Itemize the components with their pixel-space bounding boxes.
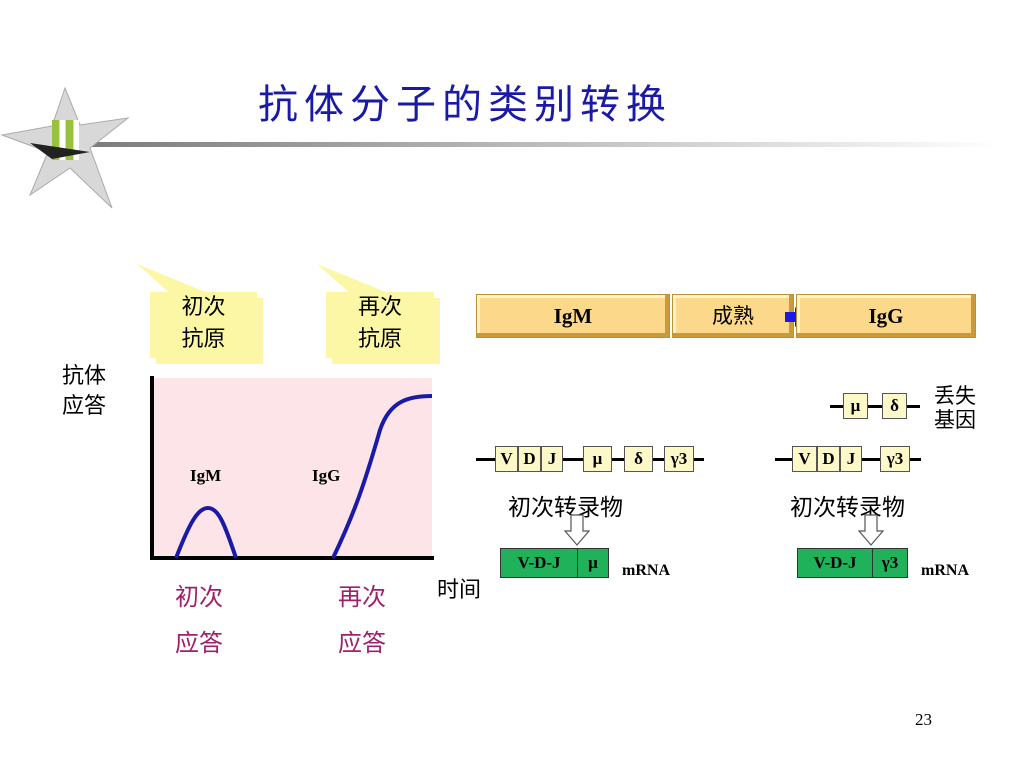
response-graph xyxy=(150,376,434,560)
transcript-label-left: 初次转录物 xyxy=(508,495,623,521)
y-label-line: 抗体 xyxy=(62,364,107,389)
gene-mu: μ xyxy=(583,446,612,472)
gene-gamma3: γ3 xyxy=(664,446,694,472)
igm-curve-label: IgM xyxy=(190,466,222,485)
igg-curve-label: IgG xyxy=(312,466,341,485)
lost-gene-line xyxy=(830,405,920,408)
mrna-label-left: mRNA xyxy=(622,562,670,579)
mrna-const-right: γ3 xyxy=(872,548,908,578)
star-logo-icon xyxy=(0,86,1000,209)
transcript-label-right: 初次转录物 xyxy=(790,495,905,521)
lost-label-line: 基因 xyxy=(934,408,976,432)
response-line: 再次 xyxy=(338,583,386,611)
secondary-response-label: 再次 应答 xyxy=(338,574,386,666)
mrna-const-left: μ xyxy=(577,548,609,578)
down-arrow-icon xyxy=(564,514,590,546)
callout-secondary-antigen: 再次 抗原 xyxy=(326,292,434,358)
x-axis-label: 时间 xyxy=(437,578,482,603)
y-axis-label: 抗体 应答 xyxy=(62,362,106,422)
gene-delta: δ xyxy=(624,446,653,472)
gene-j-right: J xyxy=(840,446,862,472)
y-label-line: 应答 xyxy=(62,394,107,419)
gene-v-right: V xyxy=(792,446,817,472)
gene-v: V xyxy=(495,446,518,472)
gene-gamma3-right: γ3 xyxy=(880,446,910,472)
igg-curve xyxy=(331,394,433,559)
lost-gene-delta: δ xyxy=(882,393,907,419)
lost-label-line: 丢失 xyxy=(934,384,976,408)
gene-j: J xyxy=(541,446,563,472)
callout-line: 抗原 xyxy=(357,327,402,352)
response-line: 应答 xyxy=(175,629,223,657)
lost-gene-mu: μ xyxy=(843,393,868,419)
banner-igg: IgG xyxy=(796,294,976,338)
banner-maturation: 成熟 xyxy=(672,294,794,338)
callout-line: 再次 xyxy=(357,295,402,320)
mrna-vdj-right: V-D-J xyxy=(797,548,873,578)
gene-d-right: D xyxy=(817,446,840,472)
primary-response-label: 初次 应答 xyxy=(175,574,223,666)
gene-d: D xyxy=(518,446,541,472)
igm-curve xyxy=(174,505,238,559)
banner-igm: IgM xyxy=(476,294,670,338)
response-line: 应答 xyxy=(338,629,386,657)
lost-gene-label: 丢失 基因 xyxy=(934,384,976,432)
slide-title: 抗体分子的类别转换 xyxy=(258,82,672,128)
callout-line: 初次 xyxy=(181,295,226,320)
down-arrow-icon xyxy=(858,514,884,546)
callout-primary-antigen: 初次 抗原 xyxy=(150,292,257,358)
callout-line: 抗原 xyxy=(181,327,226,352)
page-number: 23 xyxy=(915,710,932,729)
mrna-label-right: mRNA xyxy=(921,562,969,579)
response-line: 初次 xyxy=(175,583,223,611)
mrna-vdj-left: V-D-J xyxy=(500,548,578,578)
